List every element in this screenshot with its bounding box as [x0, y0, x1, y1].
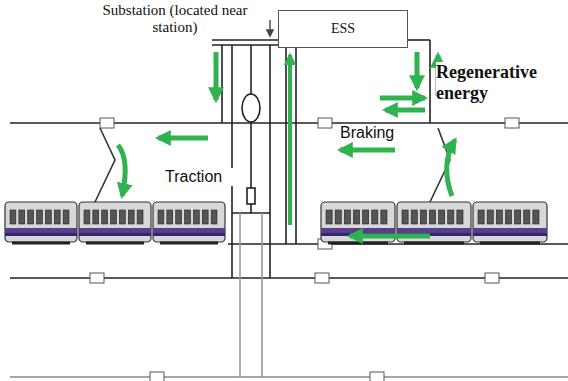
- energy-label: Regenerative energy: [436, 62, 564, 103]
- node-label: ESS: [331, 21, 355, 37]
- braking-label: Braking: [340, 124, 420, 142]
- traction-label: Traction: [165, 168, 245, 186]
- storage-box: ESS: [278, 10, 408, 48]
- substation-label: Substation (located near station): [95, 2, 255, 37]
